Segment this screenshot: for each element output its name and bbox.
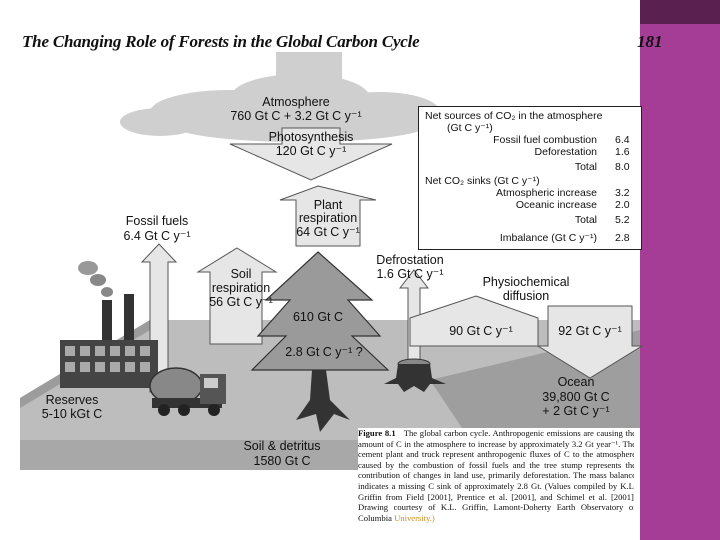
legend-imbalance-label: Imbalance (Gt C y⁻¹) — [499, 232, 597, 244]
ocean-label: Ocean — [557, 375, 595, 389]
legend-fossil-value: 6.4 — [615, 134, 630, 146]
reserves-label: Reserves — [45, 393, 99, 407]
legend-atmospheric-value: 3.2 — [615, 187, 630, 199]
legend-sinks-total-label: Total — [574, 214, 597, 226]
caption-university: University.) — [394, 512, 435, 523]
caption-figure-label: Figure 8.1 — [358, 428, 396, 438]
legend-deforestation-label: Deforestation — [534, 146, 597, 158]
forest-tree-icon — [250, 251, 390, 432]
deforestation-label: Defrostation — [376, 253, 444, 267]
page-header-title: The Changing Role of Forests in the Glob… — [22, 32, 420, 51]
physiochemical-line2: diffusion — [502, 289, 550, 303]
photosynthesis-arrow — [229, 127, 393, 181]
atmosphere-cloud — [120, 74, 440, 142]
caption-edge — [634, 428, 640, 540]
ocean-release-value: 92 Gt C y⁻¹ — [558, 324, 622, 338]
ocean-uptake-value: 90 Gt C y⁻¹ — [449, 324, 513, 338]
reserves-value: 5-10 kGt C — [41, 407, 103, 421]
page-number: 181 — [637, 32, 663, 51]
legend-oceanic-value: 2.0 — [615, 199, 630, 211]
deforestation-value: 1.6 Gt C y⁻¹ — [376, 267, 444, 281]
plant-respiration-line1: Plant — [313, 198, 343, 212]
soil-respiration-arrow — [196, 247, 278, 345]
soil-respiration-line1: Soil — [230, 267, 252, 281]
photosynthesis-label: Photosynthesis — [268, 130, 354, 144]
soil-respiration-value: 56 Gt C y⁻¹ — [209, 295, 273, 309]
side-decoration-band-top — [640, 0, 720, 24]
ocean-release-arrow — [536, 305, 644, 379]
plant-respiration-line2: respiration — [298, 211, 358, 225]
ocean-increase-value: + 2 Gt C y⁻¹ — [542, 404, 610, 418]
legend-sources-unit: (Gt C y⁻¹) — [447, 122, 493, 134]
legend-sources-total-label: Total — [574, 161, 597, 173]
photosynthesis-value: 120 Gt C y⁻¹ — [275, 144, 347, 158]
caption-text: The global carbon cycle. Anthropogenic e… — [358, 428, 636, 523]
physiochemical-line1: Physiochemical — [482, 275, 570, 289]
side-decoration-band — [640, 0, 720, 540]
ocean-value: 39,800 Gt C — [542, 390, 610, 404]
tree-stock-value: 610 Gt C — [292, 310, 344, 324]
plant-respiration-value: 64 Gt C y⁻¹ — [296, 225, 360, 239]
atmosphere-value: 760 Gt C + 3.2 Gt C y⁻¹ — [230, 109, 362, 123]
legend-deforestation-value: 1.6 — [615, 146, 630, 158]
soil-value: 1580 Gt C — [253, 454, 311, 468]
soil-label: Soil & detritus — [243, 439, 321, 453]
legend-sinks-total-value: 5.2 — [615, 214, 630, 226]
legend-sources-title: Net sources of CO₂ in the atmosphere — [425, 110, 603, 122]
figure-caption: Figure 8.1 The global carbon cycle. Anth… — [358, 428, 636, 540]
cement-plant-icon — [60, 261, 158, 388]
carbon-balance-legend: Net sources of CO₂ in the atmosphere (Gt… — [418, 106, 642, 250]
fossil-fuels-label: Fossil fuels — [125, 214, 189, 228]
atmosphere-label: Atmosphere — [262, 95, 330, 109]
fossil-fuels-value: 6.4 Gt C y⁻¹ — [123, 229, 191, 243]
legend-imbalance-value: 2.8 — [615, 232, 630, 244]
legend-fossil-label: Fossil fuel combustion — [493, 134, 597, 146]
soil-respiration-line2: respiration — [211, 281, 271, 295]
cement-truck-icon — [149, 367, 226, 416]
plant-respiration-arrow — [279, 185, 377, 247]
legend-oceanic-label: Oceanic increase — [515, 199, 597, 211]
legend-atmospheric-label: Atmospheric increase — [496, 187, 597, 199]
tree-sink-value: 2.8 Gt C y⁻¹ ? — [285, 345, 363, 359]
legend-sources-total-value: 8.0 — [615, 161, 630, 173]
tree-stump-icon — [384, 358, 446, 392]
ocean-uptake-arrow — [409, 295, 539, 347]
legend-sinks-title: Net CO₂ sinks (Gt C y⁻¹) — [425, 175, 540, 187]
